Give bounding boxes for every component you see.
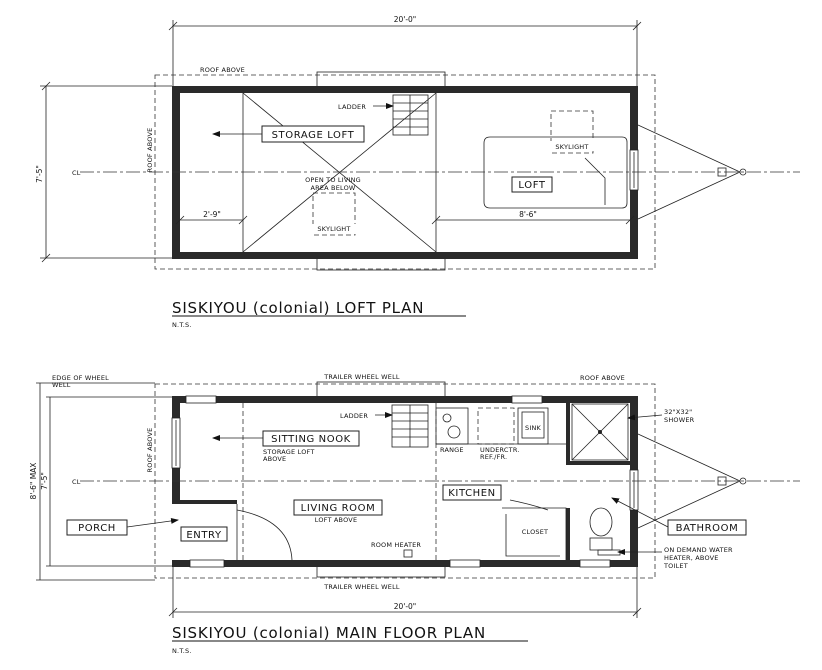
sitting-nook-label-group: SITTING NOOK STORAGE LOFT ABOVE — [212, 430, 360, 463]
porch-text: PORCH — [78, 523, 116, 534]
undercntr-line2: REF./FR. — [480, 453, 507, 461]
loft-dim-right: 8'-6" — [519, 210, 537, 219]
bathroom-label-box — [667, 519, 747, 536]
loft-bed-area — [483, 136, 628, 209]
main-width-dim-max: 8'-6" MAX — [29, 463, 38, 500]
edge-wheel-well-line1: EDGE OF WHEEL — [52, 374, 109, 382]
closet-label: CLOSET — [522, 528, 548, 536]
loft-dim-left: 2'-9" — [203, 210, 221, 219]
skylight-right-label: SKYLIGHT — [555, 143, 588, 151]
loft-walls — [172, 86, 639, 259]
living-room-text: LIVING ROOM — [301, 503, 376, 514]
shower-size: 32"X32" — [664, 408, 692, 416]
living-room-label-group: LIVING ROOM LOFT ABOVE — [293, 499, 383, 524]
loft-plan: 20'-0" 7'-5" ROOF ABOVE ROOF ABOVE — [35, 15, 800, 329]
loft-open-area — [242, 92, 437, 253]
loft-width-dimension: 7'-5" — [35, 81, 172, 263]
loft-trailer-hitch — [637, 124, 747, 220]
trailer-wheel-well-top: TRAILER WHEEL WELL — [323, 373, 400, 381]
kitchen-label-box — [442, 484, 502, 501]
main-width-dim: 7'-5" — [40, 472, 49, 490]
sink: SINK — [517, 407, 549, 445]
undercntr-line1: UNDERCTR. — [480, 446, 520, 454]
porch-entry: PORCH ENTRY — [66, 504, 293, 561]
main-width-dimensions: 8'-6" MAX 7'-5" — [29, 382, 172, 581]
loft-skylight-left — [312, 192, 356, 236]
range: RANGE — [435, 407, 469, 454]
shower: 32"X32" SHOWER — [571, 403, 695, 461]
entry-text: ENTRY — [186, 530, 222, 541]
bathroom-text: BATHROOM — [676, 523, 739, 534]
water-heater-line2: HEATER, ABOVE — [664, 554, 719, 562]
main-walls — [171, 395, 639, 568]
loft-ladder: LADDER — [338, 94, 429, 136]
loft-plan-title: SISKIYOU (colonial) LOFT PLAN — [172, 299, 424, 317]
closet: CLOSET — [502, 499, 567, 560]
storage-loft-above-2: ABOVE — [263, 455, 286, 463]
loft-storage-label: STORAGE LOFT — [212, 125, 365, 143]
toilet — [589, 507, 621, 556]
storage-loft-above-1: STORAGE LOFT — [263, 448, 315, 456]
loft-cl-text: CL — [72, 169, 81, 177]
room-heater — [403, 549, 413, 558]
main-overall-dim-text: 20'-0" — [394, 602, 417, 611]
loft-roof-above-side: ROOF ABOVE — [146, 128, 154, 173]
water-heater-line3: TOILET — [663, 562, 688, 570]
loft-overall-dim-text: 20'-0" — [394, 15, 417, 24]
sitting-nook-text: SITTING NOOK — [271, 434, 351, 445]
storage-loft-text: STORAGE LOFT — [272, 130, 355, 141]
undercounter-fridge — [477, 407, 515, 445]
loft-label-text: LOFT — [518, 180, 545, 191]
main-overall-dimension: 20'-0" — [168, 567, 642, 618]
loft-roof-above-top: ROOF ABOVE — [200, 66, 245, 74]
edge-wheel-well-line2: WELL — [52, 381, 71, 389]
trailer-wheel-well-bottom: TRAILER WHEEL WELL — [323, 583, 400, 591]
water-heater-line1: ON DEMAND WATER — [664, 546, 733, 554]
main-ladder-label: LADDER — [340, 412, 368, 420]
loft-width-dim-text: 7'-5" — [35, 165, 44, 183]
main-floor-plan: EDGE OF WHEEL WELL TRAILER WHEEL WELL RO… — [29, 373, 800, 655]
main-roof-above-top: ROOF ABOVE — [580, 374, 625, 382]
loft-overall-dimension: 20'-0" — [168, 15, 642, 88]
loft-plan-scale: N.T.S. — [172, 321, 192, 329]
skylight-left-label: SKYLIGHT — [317, 225, 350, 233]
loft-label-box — [511, 176, 553, 193]
main-cl-text: CL — [72, 478, 81, 486]
range-label: RANGE — [440, 446, 464, 454]
loft-wheel-well-top — [316, 71, 446, 89]
open-to-living-line2: AREA BELOW — [310, 184, 355, 192]
main-plan-title: SISKIYOU (colonial) MAIN FLOOR PLAN — [172, 624, 486, 642]
loft-ladder-label: LADDER — [338, 103, 366, 111]
sink-label: SINK — [525, 424, 542, 432]
main-roof-above-side: ROOF ABOVE — [146, 428, 154, 473]
shower-label: SHOWER — [664, 416, 695, 424]
room-heater-label: ROOM HEATER — [371, 541, 421, 549]
main-trailer-hitch — [637, 433, 747, 529]
loft-above-text: LOFT ABOVE — [315, 516, 358, 524]
loft-skylight-right — [550, 110, 594, 154]
kitchen-text: KITCHEN — [448, 488, 496, 499]
open-to-living-line1: OPEN TO LIVING — [305, 176, 361, 184]
main-ladder: LADDER — [340, 404, 429, 448]
main-plan-scale: N.T.S. — [172, 647, 192, 655]
